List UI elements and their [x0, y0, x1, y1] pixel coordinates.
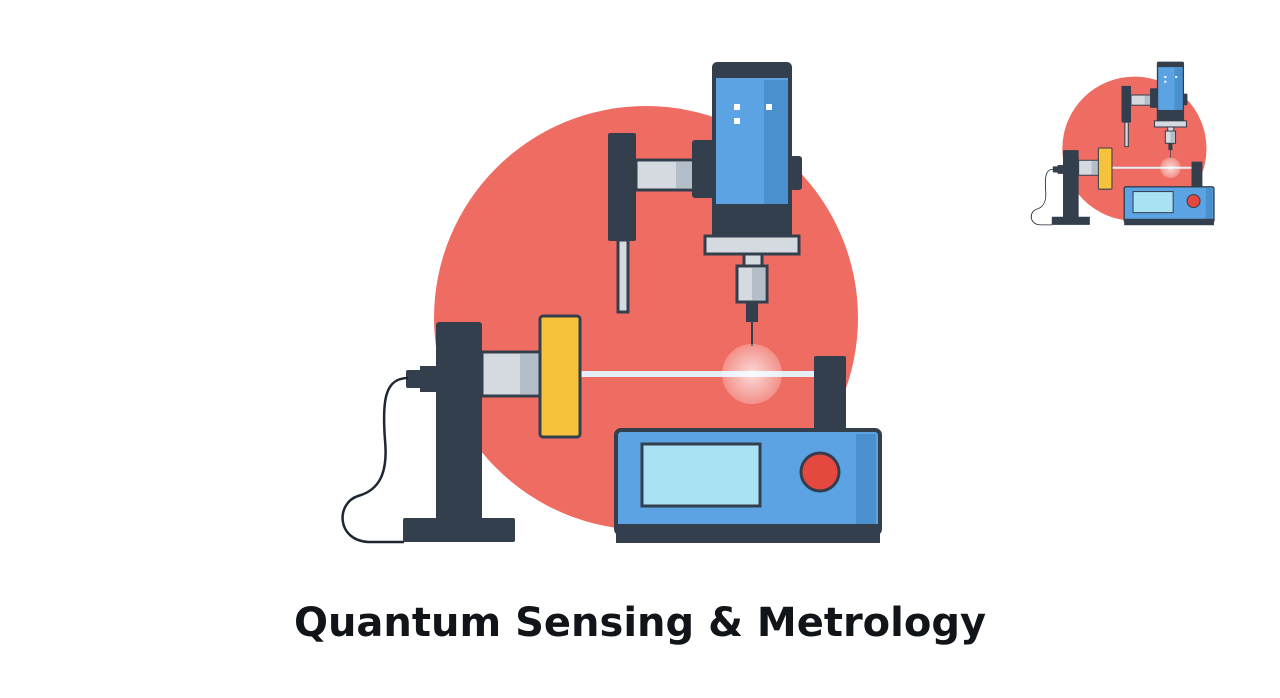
page-caption: Quantum Sensing & Metrology — [293, 600, 987, 646]
quantum-sensing-apparatus-thumbnail-icon — [1030, 61, 1215, 226]
main-apparatus — [340, 60, 882, 545]
